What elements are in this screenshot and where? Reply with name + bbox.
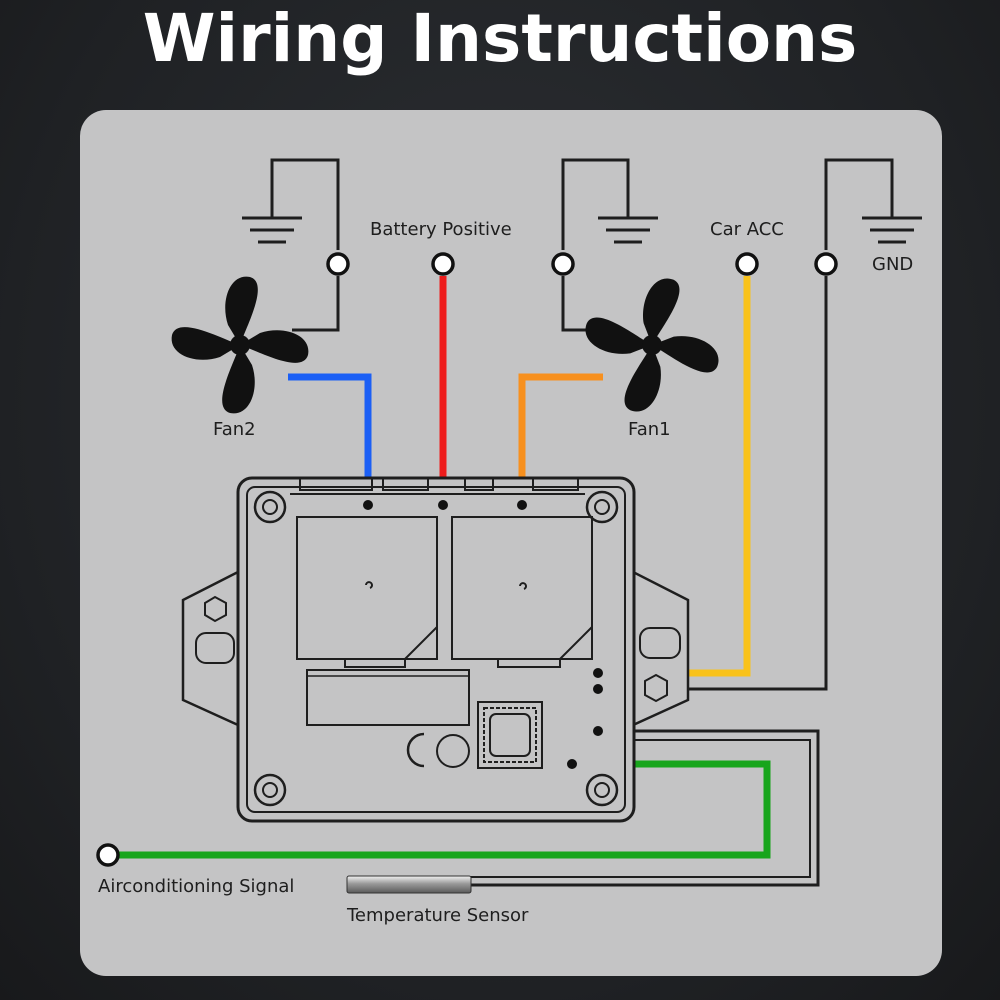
temp-sensor-wire bbox=[470, 729, 820, 887]
fan1-ground-terminal bbox=[551, 252, 575, 276]
aircon-signal-label: Airconditioning Signal bbox=[98, 876, 295, 897]
aircon-signal-terminal bbox=[96, 843, 120, 867]
ground-symbol-icon bbox=[242, 158, 340, 250]
car-acc-terminal bbox=[735, 252, 759, 276]
fan2-ground-wire bbox=[292, 276, 340, 332]
fan2-label: Fan2 bbox=[213, 419, 256, 440]
fan1-label: Fan1 bbox=[628, 419, 671, 440]
temp-sensor-label: Temperature Sensor bbox=[347, 905, 529, 926]
gnd-terminal bbox=[814, 252, 838, 276]
temp-sensor-wire-inner bbox=[470, 739, 811, 878]
temperature-probe-icon bbox=[346, 875, 472, 894]
controller-box bbox=[181, 476, 690, 823]
battery-positive-label: Battery Positive bbox=[370, 219, 512, 240]
gnd-label: GND bbox=[872, 254, 914, 275]
ground-symbol-icon bbox=[561, 158, 658, 250]
fan-icon bbox=[582, 275, 722, 415]
battery-positive-terminal bbox=[431, 252, 455, 276]
fan2-wire bbox=[288, 373, 372, 504]
fan1-wire bbox=[518, 373, 603, 504]
ground-symbol-icon bbox=[824, 158, 922, 250]
fan2-ground-terminal bbox=[326, 252, 350, 276]
car-acc-label: Car ACC bbox=[710, 219, 784, 240]
fan-icon bbox=[171, 276, 309, 414]
aircon-signal-wire bbox=[118, 760, 771, 859]
page-title: Wiring Instructions bbox=[142, 0, 858, 77]
